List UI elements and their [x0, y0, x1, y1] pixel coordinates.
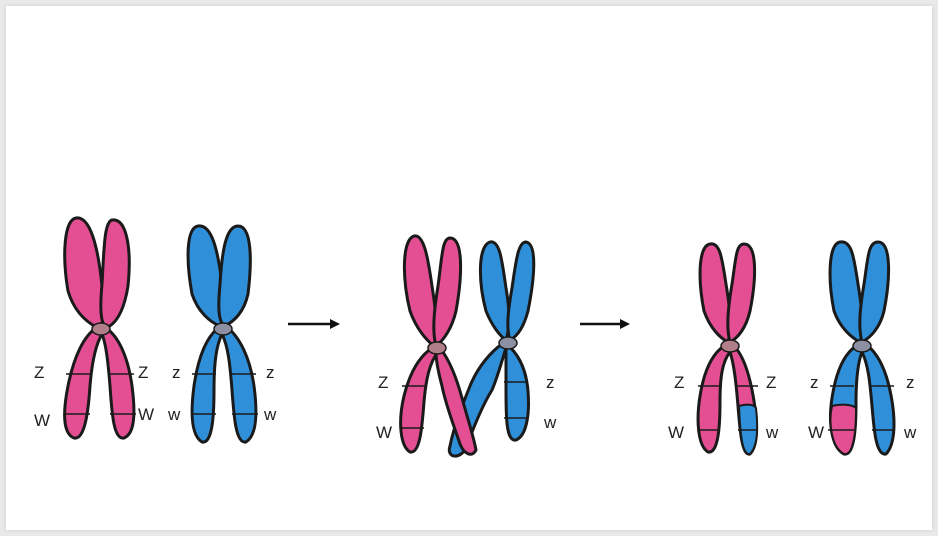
- pink-chromosome: [64, 218, 136, 438]
- label-W: W: [138, 405, 154, 424]
- label-W: W: [34, 411, 50, 430]
- pink-chromosome: [698, 244, 758, 454]
- blue-chromosome: [188, 226, 258, 442]
- blue-chromosome: [828, 242, 894, 454]
- label-z: z: [546, 373, 555, 392]
- arrow-icon: [288, 319, 340, 329]
- label-Z: Z: [378, 373, 388, 392]
- label-W: W: [668, 423, 684, 442]
- label-w: w: [167, 405, 181, 424]
- centromere: [721, 340, 739, 352]
- stage-3: Z W Z w z W z w: [668, 242, 917, 454]
- diagram-canvas: Z W Z W z w z w: [6, 6, 932, 530]
- label-Z: Z: [34, 363, 44, 382]
- label-W: W: [376, 423, 392, 442]
- label-z: z: [172, 363, 181, 382]
- stage-1: Z W Z W z w z w: [34, 218, 277, 442]
- label-w: w: [765, 423, 779, 442]
- label-w: w: [263, 405, 277, 424]
- centromere: [214, 323, 232, 335]
- label-Z: Z: [138, 363, 148, 382]
- label-W: W: [808, 423, 824, 442]
- label-z: z: [810, 373, 819, 392]
- label-z: z: [906, 373, 915, 392]
- centromere: [428, 342, 446, 354]
- stage-2: Z W z w: [376, 236, 557, 456]
- centromere: [853, 340, 871, 352]
- label-Z: Z: [674, 373, 684, 392]
- crossing-over-diagram: Z W Z W z w z w: [6, 6, 932, 530]
- label-w: w: [543, 413, 557, 432]
- centromere: [92, 323, 110, 335]
- label-z: z: [266, 363, 275, 382]
- centromere: [499, 337, 517, 349]
- arrow-icon: [580, 319, 630, 329]
- label-w: w: [903, 423, 917, 442]
- label-Z: Z: [766, 373, 776, 392]
- pink-chromosome: [400, 236, 476, 454]
